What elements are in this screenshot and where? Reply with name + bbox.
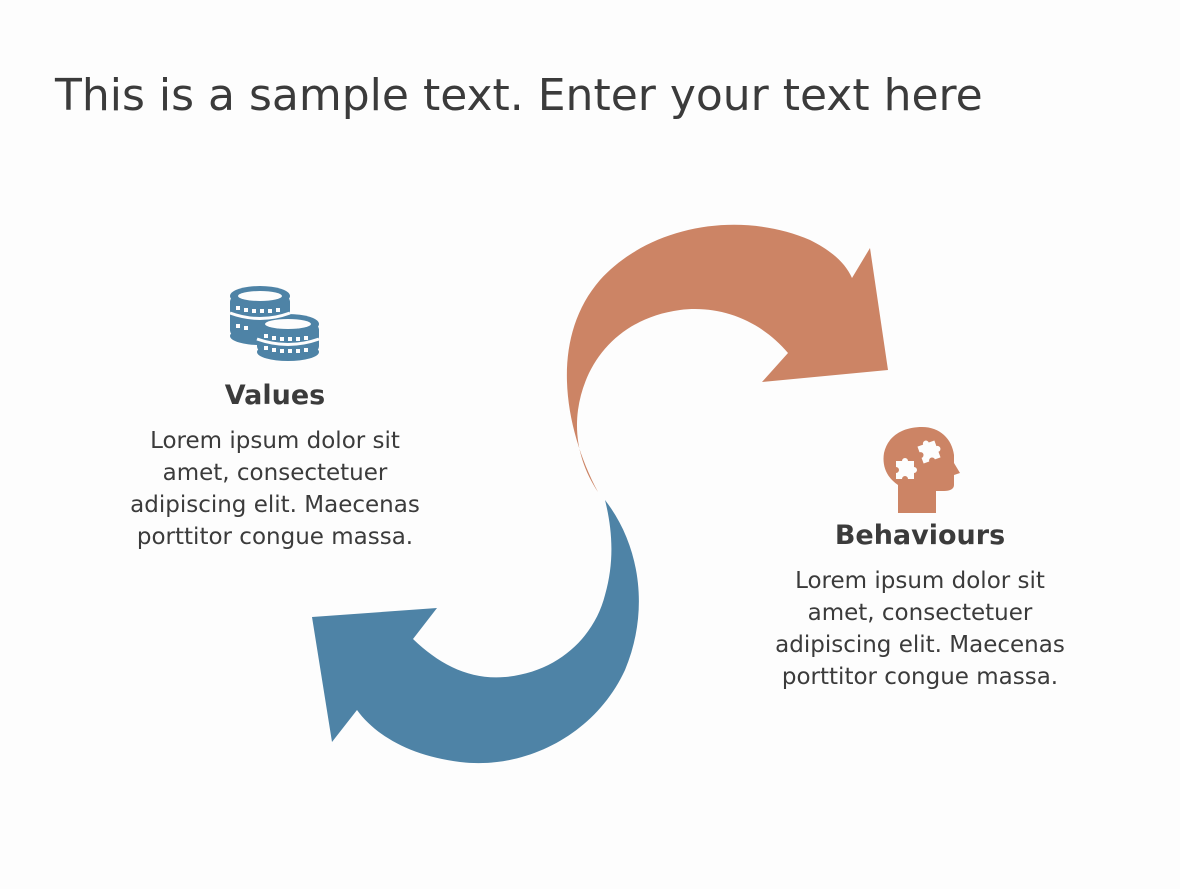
slide-title: This is a sample text. Enter your text h…	[55, 70, 983, 121]
behaviours-body: Lorem ipsum dolor sit amet, consectetuer…	[745, 565, 1095, 693]
behaviours-block: Behaviours Lorem ipsum dolor sit amet, c…	[745, 520, 1095, 693]
behaviours-body-line: adipiscing elit. Maecenas	[775, 632, 1065, 658]
values-heading: Values	[224, 380, 326, 411]
values-body-line: Lorem ipsum dolor sit	[150, 428, 400, 454]
coins-icon	[229, 286, 320, 361]
values-body-line: adipiscing elit. Maecenas	[130, 492, 420, 518]
behaviours-body-line: porttitor congue massa.	[781, 664, 1059, 690]
behaviours-body-line: Lorem ipsum dolor sit	[795, 568, 1045, 594]
blue-arrow	[312, 500, 639, 764]
values-body: Lorem ipsum dolor sit amet, consectetuer…	[100, 425, 450, 553]
values-body-line: porttitor congue massa.	[136, 524, 414, 550]
values-block: Values Lorem ipsum dolor sit amet, conse…	[100, 380, 450, 553]
orange-arrow	[566, 224, 888, 492]
behaviours-body-line: amet, consectetuer	[807, 600, 1033, 626]
values-body-line: amet, consectetuer	[162, 460, 388, 486]
behaviours-heading: Behaviours	[834, 520, 1006, 551]
head-puzzle-icon	[883, 427, 960, 513]
